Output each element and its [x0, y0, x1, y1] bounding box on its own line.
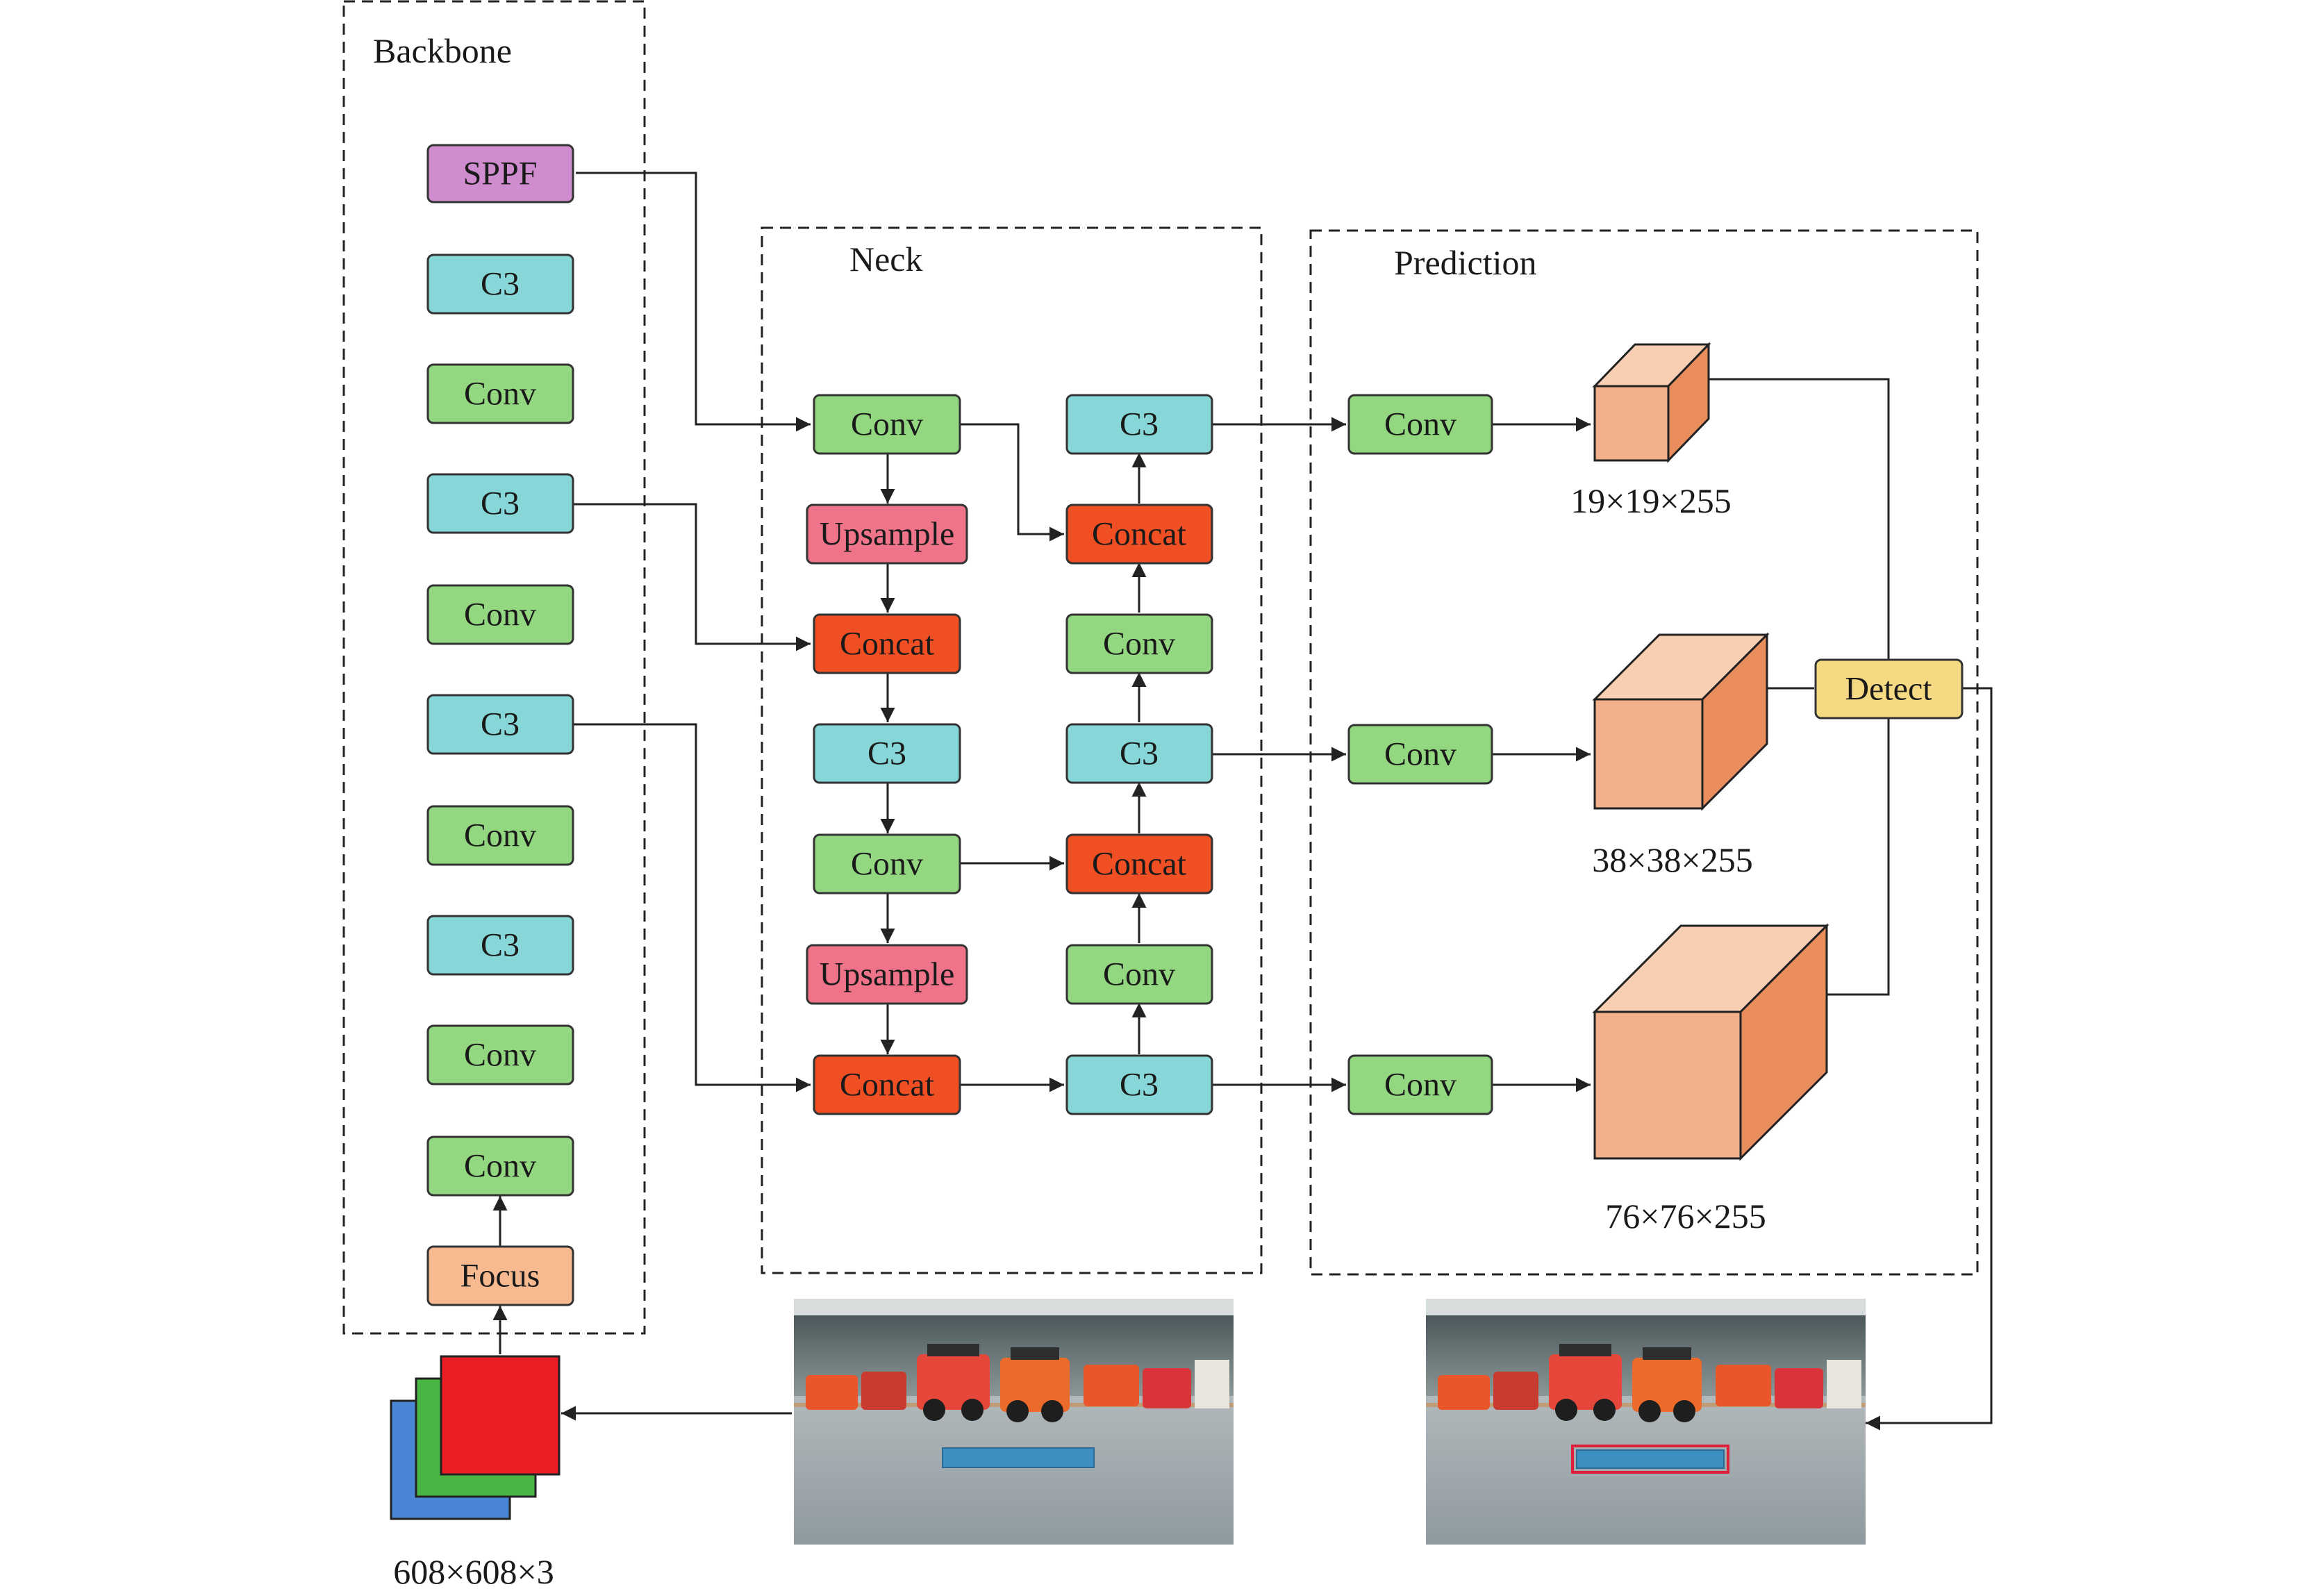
neck-upsample-b-block: Upsample	[806, 944, 968, 1005]
neck-conv-medium-block: Conv	[1065, 944, 1213, 1005]
backbone-conv-0-block: Conv	[426, 1135, 574, 1197]
pred-conv-large-label: Conv	[1384, 406, 1456, 443]
pred-conv-medium-label: Conv	[1384, 736, 1456, 773]
neck-conv-large-block: Conv	[1065, 613, 1213, 674]
conv-2-label: Conv	[464, 817, 536, 854]
backbone-title: Backbone	[373, 31, 512, 70]
prediction-region: Prediction	[1309, 229, 1979, 1276]
sppf-box	[426, 144, 574, 203]
neck-concat-medium-label: Concat	[1092, 846, 1187, 883]
pred-conv-small-block: Conv	[1347, 1054, 1493, 1115]
neck-conv-b-block: Conv	[813, 833, 961, 895]
pred-conv-large-block: Conv	[1347, 394, 1493, 455]
backbone-conv-4-block: Conv	[426, 363, 574, 424]
sppf-label: SPPF	[463, 156, 538, 192]
backbone-conv-2-block: Conv	[426, 805, 574, 866]
output-cube-medium	[1592, 632, 1770, 811]
neck-region: Neck	[761, 226, 1263, 1274]
backbone-sppf-block: SPPF	[426, 144, 574, 203]
conv-0-label: Conv	[464, 1148, 536, 1185]
backbone-conv-1-block: Conv	[426, 1024, 574, 1085]
conv-3-label: Conv	[464, 597, 536, 633]
neck-concat-large-block: Concat	[1065, 504, 1213, 565]
output-dims-medium: 38×38×255	[1592, 840, 1752, 879]
neck-concat-b-block: Concat	[813, 1054, 961, 1115]
neck-c3-medium-label: C3	[1120, 735, 1159, 772]
output-cube-large	[1592, 342, 1711, 463]
c3-top-label: C3	[481, 266, 520, 303]
neck-conv-a-block: Conv	[813, 394, 961, 455]
neck-conv-a-label: Conv	[851, 406, 923, 443]
pred-conv-small-label: Conv	[1384, 1067, 1456, 1104]
input-photo	[794, 1299, 1234, 1545]
neck-upsample-a-block: Upsample	[806, 504, 968, 565]
neck-c3-medium-block: C3	[1065, 723, 1213, 784]
conv-1-label: Conv	[464, 1037, 536, 1074]
input-dims: 608×608×3	[393, 1552, 554, 1589]
neck-concat-a-block: Concat	[813, 613, 961, 674]
connectors	[492, 172, 1993, 1431]
neck-c3-a-block: C3	[813, 723, 961, 784]
neck-concat-medium-block: Concat	[1065, 833, 1213, 895]
pred-conv-medium-block: Conv	[1347, 724, 1493, 785]
neck-conv-b-label: Conv	[851, 846, 923, 883]
focus-label: Focus	[460, 1258, 540, 1295]
neck-conv-medium-label: Conv	[1103, 956, 1175, 993]
neck-c3-small-label: C3	[1120, 1067, 1159, 1104]
output-photo	[1426, 1299, 1866, 1545]
backbone-c3-top-block: C3	[426, 253, 574, 315]
backbone-region: Backbone	[342, 0, 646, 1335]
backbone-c3-p5-block: C3	[426, 473, 574, 534]
conv-4-label: Conv	[464, 376, 536, 413]
backbone-c3-p4-block: C3	[426, 694, 574, 755]
neck-c3-large-label: C3	[1120, 406, 1159, 443]
output-dims-large: 19×19×255	[1570, 481, 1731, 520]
neck-c3-large-block: C3	[1065, 394, 1213, 455]
c3-p3-label: C3	[481, 927, 520, 964]
neck-concat-a-label: Concat	[840, 626, 935, 663]
neck-upsample-a-label: Upsample	[820, 516, 955, 553]
neck-title: Neck	[849, 240, 923, 278]
detect-label: Detect	[1845, 671, 1932, 708]
input-tensor-stack	[390, 1355, 561, 1520]
neck-concat-b-label: Concat	[840, 1067, 935, 1104]
c3-p5-label: C3	[481, 485, 520, 522]
backbone-conv-3-block: Conv	[426, 584, 574, 645]
output-cube-small	[1592, 923, 1829, 1161]
output-dims-small: 76×76×255	[1605, 1197, 1766, 1236]
detection-box	[1571, 1445, 1729, 1474]
prediction-title: Prediction	[1394, 243, 1537, 282]
c3-p4-label: C3	[481, 706, 520, 743]
detect-block: Detect	[1814, 658, 1964, 719]
neck-upsample-b-label: Upsample	[820, 956, 955, 993]
neck-conv-large-label: Conv	[1103, 626, 1175, 663]
neck-c3-a-label: C3	[868, 735, 906, 772]
neck-concat-large-label: Concat	[1092, 516, 1187, 553]
backbone-focus-block: Focus	[426, 1245, 574, 1306]
backbone-c3-p3-block: C3	[426, 915, 574, 976]
neck-c3-small-block: C3	[1065, 1054, 1213, 1115]
